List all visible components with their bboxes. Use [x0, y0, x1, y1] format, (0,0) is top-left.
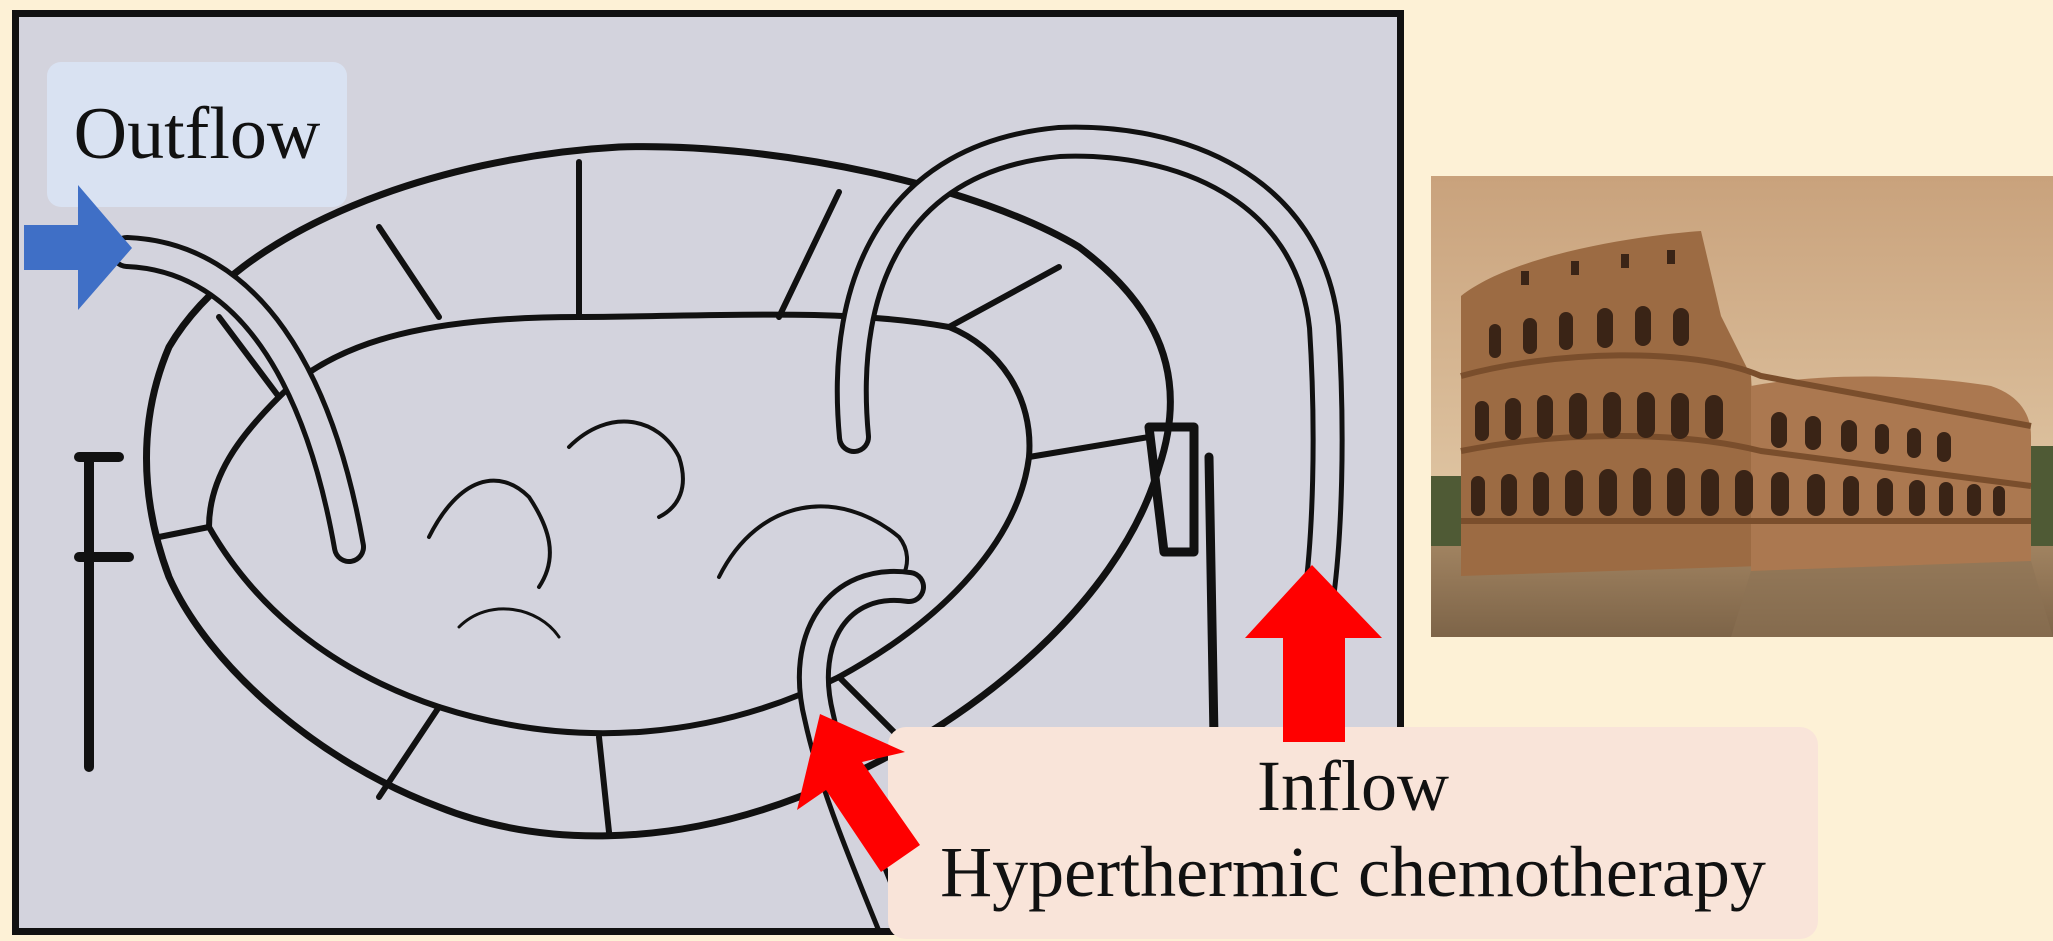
viscera-outline-1	[429, 481, 550, 587]
inflow-label: Inflow	[888, 743, 1818, 829]
inflow-label-box: Inflow Hyperthermic chemotherapy	[888, 727, 1818, 939]
retractor-left	[79, 457, 129, 767]
viscera-outline-2	[569, 422, 683, 517]
retractor-right	[1149, 427, 1214, 737]
treatment-label: Hyperthermic chemotherapy	[888, 829, 1818, 915]
viscera-outline-4	[459, 609, 559, 637]
colosseum-photo	[1431, 176, 2053, 637]
outflow-label: Outflow	[47, 62, 347, 207]
